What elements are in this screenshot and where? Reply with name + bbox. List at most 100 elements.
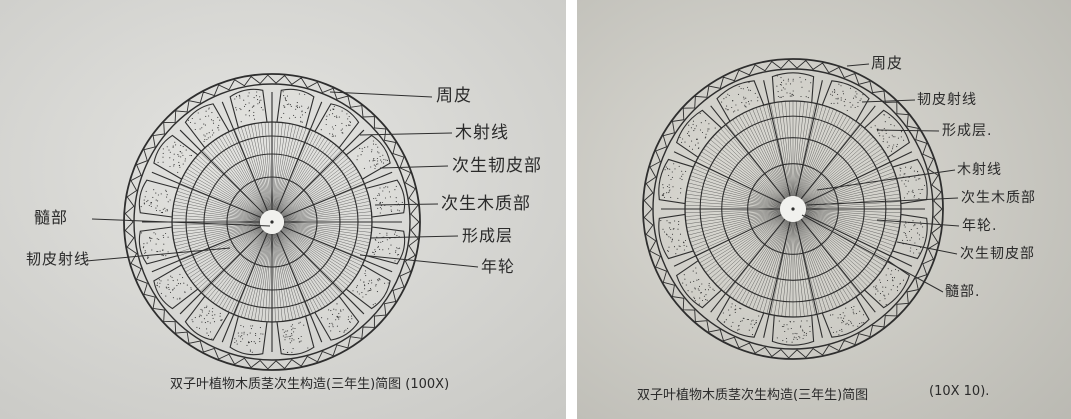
phloem-stipple (396, 186, 397, 187)
phloem-stipple (894, 125, 895, 126)
phloem-stipple (179, 167, 180, 168)
phloem-stipple (691, 291, 692, 292)
phloem-stipple (235, 107, 236, 108)
phloem-stipple (371, 282, 372, 283)
phloem-stipple (714, 290, 715, 291)
phloem-stipple (379, 278, 380, 279)
phloem-stipple (748, 90, 749, 91)
phloem-stipple (161, 293, 162, 294)
phloem-stipple (348, 316, 349, 317)
phloem-stipple (299, 93, 300, 94)
phloem-stipple (370, 288, 371, 289)
label-wood-ray: 木射线 (957, 163, 1002, 177)
phloem-stipple (799, 337, 800, 338)
phloem-stipple (307, 347, 308, 348)
phloem-stipple (850, 107, 851, 108)
phloem-stipple (886, 133, 887, 134)
phloem-stipple (207, 321, 208, 322)
phloem-stipple (389, 191, 390, 192)
phloem-stipple (173, 147, 174, 148)
phloem-stipple (254, 97, 255, 98)
phloem-stipple (875, 288, 876, 289)
phloem-stipple (723, 312, 724, 313)
phloem-stipple (201, 322, 202, 323)
phloem-stipple (862, 94, 863, 95)
phloem-stipple (345, 330, 346, 331)
phloem-stipple (696, 280, 697, 281)
phloem-stipple (332, 126, 333, 127)
phloem-stipple (723, 98, 724, 99)
phloem-stipple (262, 109, 263, 110)
phloem-stipple (834, 92, 835, 93)
phloem-stipple (777, 75, 778, 76)
phloem-stipple (830, 94, 831, 95)
phloem-stipple (234, 338, 235, 339)
phloem-stipple (338, 317, 339, 318)
phloem-stipple (157, 205, 158, 206)
phloem-stipple (188, 120, 189, 121)
phloem-stipple (357, 285, 358, 286)
phloem-stipple (857, 102, 858, 103)
phloem-stipple (840, 85, 841, 86)
phloem-stipple (666, 192, 667, 193)
phloem-stipple (919, 234, 920, 235)
phloem-stipple (191, 155, 192, 156)
phloem-stipple (373, 158, 374, 159)
phloem-stipple (795, 333, 796, 334)
phloem-stipple (155, 208, 156, 209)
phloem-stipple (326, 116, 327, 117)
phloem-stipple (253, 115, 254, 116)
phloem-stipple (681, 179, 682, 180)
phloem-stipple (173, 146, 174, 147)
phloem-stipple (161, 193, 162, 194)
phloem-stipple (684, 274, 685, 275)
phloem-stipple (238, 333, 239, 334)
phloem-stipple (708, 128, 709, 129)
phloem-stipple (884, 298, 885, 299)
phloem-stipple (699, 304, 700, 305)
phloem-stipple (876, 289, 877, 290)
phloem-stipple (359, 148, 360, 149)
phloem-stipple (793, 339, 794, 340)
phloem-stipple (257, 99, 258, 100)
phloem-stipple (209, 132, 210, 133)
phloem-stipple (252, 325, 253, 326)
phloem-stipple (160, 251, 161, 252)
phloem-stipple (303, 325, 304, 326)
phloem-stipple (166, 287, 167, 288)
phloem-stipple (169, 166, 170, 167)
phloem-stipple (693, 271, 694, 272)
phloem-stipple (667, 234, 668, 235)
phloem-stipple (832, 314, 833, 315)
phloem-stipple (681, 142, 682, 143)
phloem-stipple (686, 246, 687, 247)
phloem-stipple (240, 325, 241, 326)
phloem-stipple (287, 96, 288, 97)
phloem-stipple (377, 163, 378, 164)
phloem-stipple (260, 327, 261, 328)
phloem-stipple (731, 326, 732, 327)
phloem-stipple (332, 314, 333, 315)
phloem-stipple (690, 282, 691, 283)
phloem-stipple (853, 325, 854, 326)
phloem-stipple (166, 191, 167, 192)
phloem-stipple (779, 321, 780, 322)
phloem-stipple (210, 331, 211, 332)
phloem-stipple (333, 326, 334, 327)
phloem-stipple (295, 109, 296, 110)
phloem-stipple (214, 321, 215, 322)
phloem-stipple (205, 322, 206, 323)
phloem-stipple (803, 338, 804, 339)
phloem-stipple (884, 295, 885, 296)
phloem-stipple (694, 287, 695, 288)
phloem-stipple (888, 294, 889, 295)
phloem-stipple (208, 108, 209, 109)
phloem-stipple (218, 129, 219, 130)
phloem-stipple (221, 319, 222, 320)
phloem-stipple (913, 252, 914, 253)
phloem-stipple (857, 106, 858, 107)
phloem-stipple (252, 352, 253, 353)
phloem-stipple (329, 133, 330, 134)
phloem-stipple (793, 90, 794, 91)
phloem-stipple (677, 198, 678, 199)
